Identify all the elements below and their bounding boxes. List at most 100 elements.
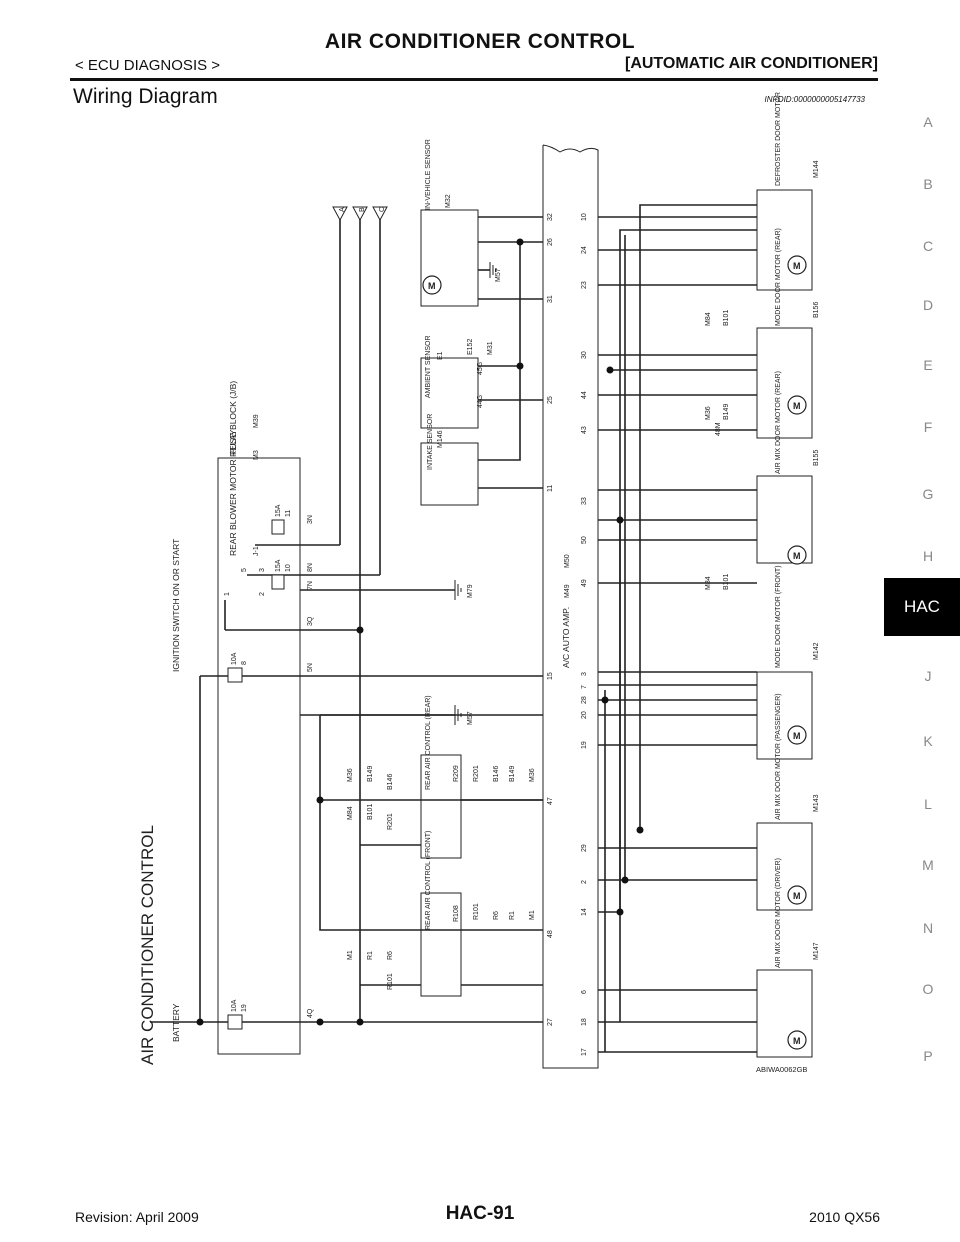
jc-front-conn: R1 <box>367 951 374 960</box>
side-tab-b[interactable]: B <box>923 176 933 192</box>
jc-rear-conn: M84 <box>347 806 354 820</box>
amp-pin-right: 24 <box>581 246 588 254</box>
ambient-sensor-label: AMBIENT SENSOR <box>425 336 432 399</box>
amp-pin-left: 32 <box>547 213 554 221</box>
relay-conn: J-1 <box>253 546 260 556</box>
jc-r201-conn: B146 <box>493 766 500 782</box>
side-tab-j[interactable]: J <box>924 668 932 684</box>
amp-pin-right: 49 <box>581 579 588 587</box>
page-title: AIR CONDITIONER CONTROL <box>324 30 636 53</box>
section-title: Wiring Diagram <box>73 85 218 108</box>
side-tab-h[interactable]: H <box>922 548 934 564</box>
amp-pin-right: 10 <box>581 213 588 221</box>
fuse-term: 7N <box>307 581 314 590</box>
mode-rear-label: MODE DOOR MOTOR (REAR) <box>775 228 782 326</box>
jc-r201-conn: B149 <box>509 766 516 782</box>
offpage-b: B <box>359 207 366 212</box>
ignition-label: IGNITION SWITCH ON OR START <box>171 539 181 672</box>
intake-sensor-conn: M146 <box>437 430 444 448</box>
ground-m57: M57 <box>467 711 474 725</box>
amp-pin-left: 48 <box>547 930 554 938</box>
battery-label: BATTERY <box>171 1003 181 1042</box>
side-tab-k[interactable]: K <box>923 733 933 749</box>
amp-conn: M49 <box>564 584 571 598</box>
side-tab-a[interactable]: A <box>923 114 933 130</box>
mode-front-conn: M142 <box>813 642 820 660</box>
amp-pin-right: 17 <box>581 1048 588 1056</box>
jc-b101b-conn: M36 <box>705 406 712 420</box>
amp-pin-right: 28 <box>581 696 588 704</box>
amp-label: A/C AUTO AMP. <box>561 607 571 668</box>
amp-pin-right: 43 <box>581 426 588 434</box>
amp-pin-right: 7 <box>581 685 588 689</box>
air-mix-driver-label: AIR MIX DOOR MOTOR (DRIVER) <box>775 858 782 968</box>
fuse-amp: 15A <box>275 559 282 572</box>
side-tab-d[interactable]: D <box>922 297 934 313</box>
side-tab-p[interactable]: P <box>923 1048 933 1064</box>
rear-air-rear-label: REAR AIR CONTROL (REAR) <box>425 695 432 790</box>
air-mix-pass-conn: M143 <box>813 794 820 812</box>
side-tab-l[interactable]: L <box>924 796 932 812</box>
relay-pin: 1 <box>224 592 231 596</box>
amp-pin-left: 31 <box>547 295 554 303</box>
diagram-main-title: AIR CONDITIONER CONTROL <box>138 825 157 1065</box>
fuse-amp: 10A <box>231 652 238 665</box>
amp-pin-right: 44 <box>581 391 588 399</box>
amp-pin-right: 2 <box>581 880 588 884</box>
amp-pin-left: 11 <box>547 485 554 492</box>
side-tab-c[interactable]: C <box>922 238 934 254</box>
fuse-term: 4Q <box>307 1008 314 1018</box>
side-tab-f[interactable]: F <box>923 419 933 435</box>
jc-r101-conn: R1 <box>509 911 516 920</box>
ground-m79: M79 <box>467 584 474 598</box>
intake-sensor-label: INTAKE SENSOR <box>427 414 434 470</box>
side-tab-e[interactable]: E <box>923 357 933 373</box>
air-mix-rear-conn: B155 <box>813 450 820 466</box>
fuse-num: 10 <box>285 564 292 572</box>
jc-b101a-conn: M84 <box>705 576 712 590</box>
motor-icon: M <box>793 401 801 411</box>
side-tab-m[interactable]: M <box>922 857 934 873</box>
amp-pin-left: 25 <box>547 396 554 404</box>
fuse-term: 3Q <box>307 616 314 626</box>
amp-pin-right: 23 <box>581 281 588 289</box>
side-tab-active[interactable]: HAC <box>884 578 960 636</box>
jc-front-conn: M1 <box>347 950 354 960</box>
amp-pin-right: 6 <box>581 990 588 994</box>
fuse-block-label: FUSE BLOCK (J/B) <box>228 381 238 455</box>
footer-revision: Revision: April 2009 <box>75 1209 199 1225</box>
section-breadcrumb: < ECU DIAGNOSIS > <box>75 57 221 74</box>
fuse-num: 8 <box>241 661 248 665</box>
fuse-amp: 10A <box>231 999 238 1012</box>
air-mix-rear-label: AIR MIX DOOR MOTOR (REAR) <box>775 371 782 474</box>
jc-front-conn: R6 <box>387 951 394 960</box>
diagram-code: ABIWA0062GB <box>756 1065 807 1074</box>
side-tab-o[interactable]: O <box>922 981 934 997</box>
fuse-term: 3N <box>307 515 314 524</box>
amp-pin-right: 29 <box>581 844 588 852</box>
fuse-term: 8N <box>307 563 314 572</box>
amp-pin-right: 3 <box>581 672 588 676</box>
in-vehicle-sensor-conn: M32 <box>445 194 452 208</box>
info-id: INFOID:0000000005147733 <box>764 95 865 104</box>
ambient-jc-conn: M31 <box>487 341 494 355</box>
jc-b101b-conn: M84 <box>705 312 712 326</box>
jc-b101a-conn: B101 <box>723 574 730 590</box>
jc-r101-conn: R6 <box>493 911 500 920</box>
side-tab-n[interactable]: N <box>922 920 934 936</box>
relay-pin: 3 <box>259 568 266 572</box>
footer-model: 2010 QX56 <box>809 1209 880 1225</box>
rear-air-front-label: REAR AIR CONTROL (FRONT) <box>425 831 432 930</box>
jc-r101-conn: M1 <box>529 910 536 920</box>
motor-icon: M <box>793 1036 801 1046</box>
ambient-jc-conn: E152 <box>467 339 474 355</box>
amp-pin-right: 19 <box>581 741 588 749</box>
offpage-a: A <box>339 207 346 212</box>
header-rule <box>70 78 878 81</box>
side-tab-g[interactable]: G <box>922 486 934 502</box>
fuse-amp: 15A <box>275 504 282 517</box>
in-vehicle-sensor-label: IN-VEHICLE SENSOR <box>425 139 432 210</box>
ambient-jc-pin: 44G <box>477 395 484 408</box>
air-mix-driver-conn: M147 <box>813 942 820 960</box>
